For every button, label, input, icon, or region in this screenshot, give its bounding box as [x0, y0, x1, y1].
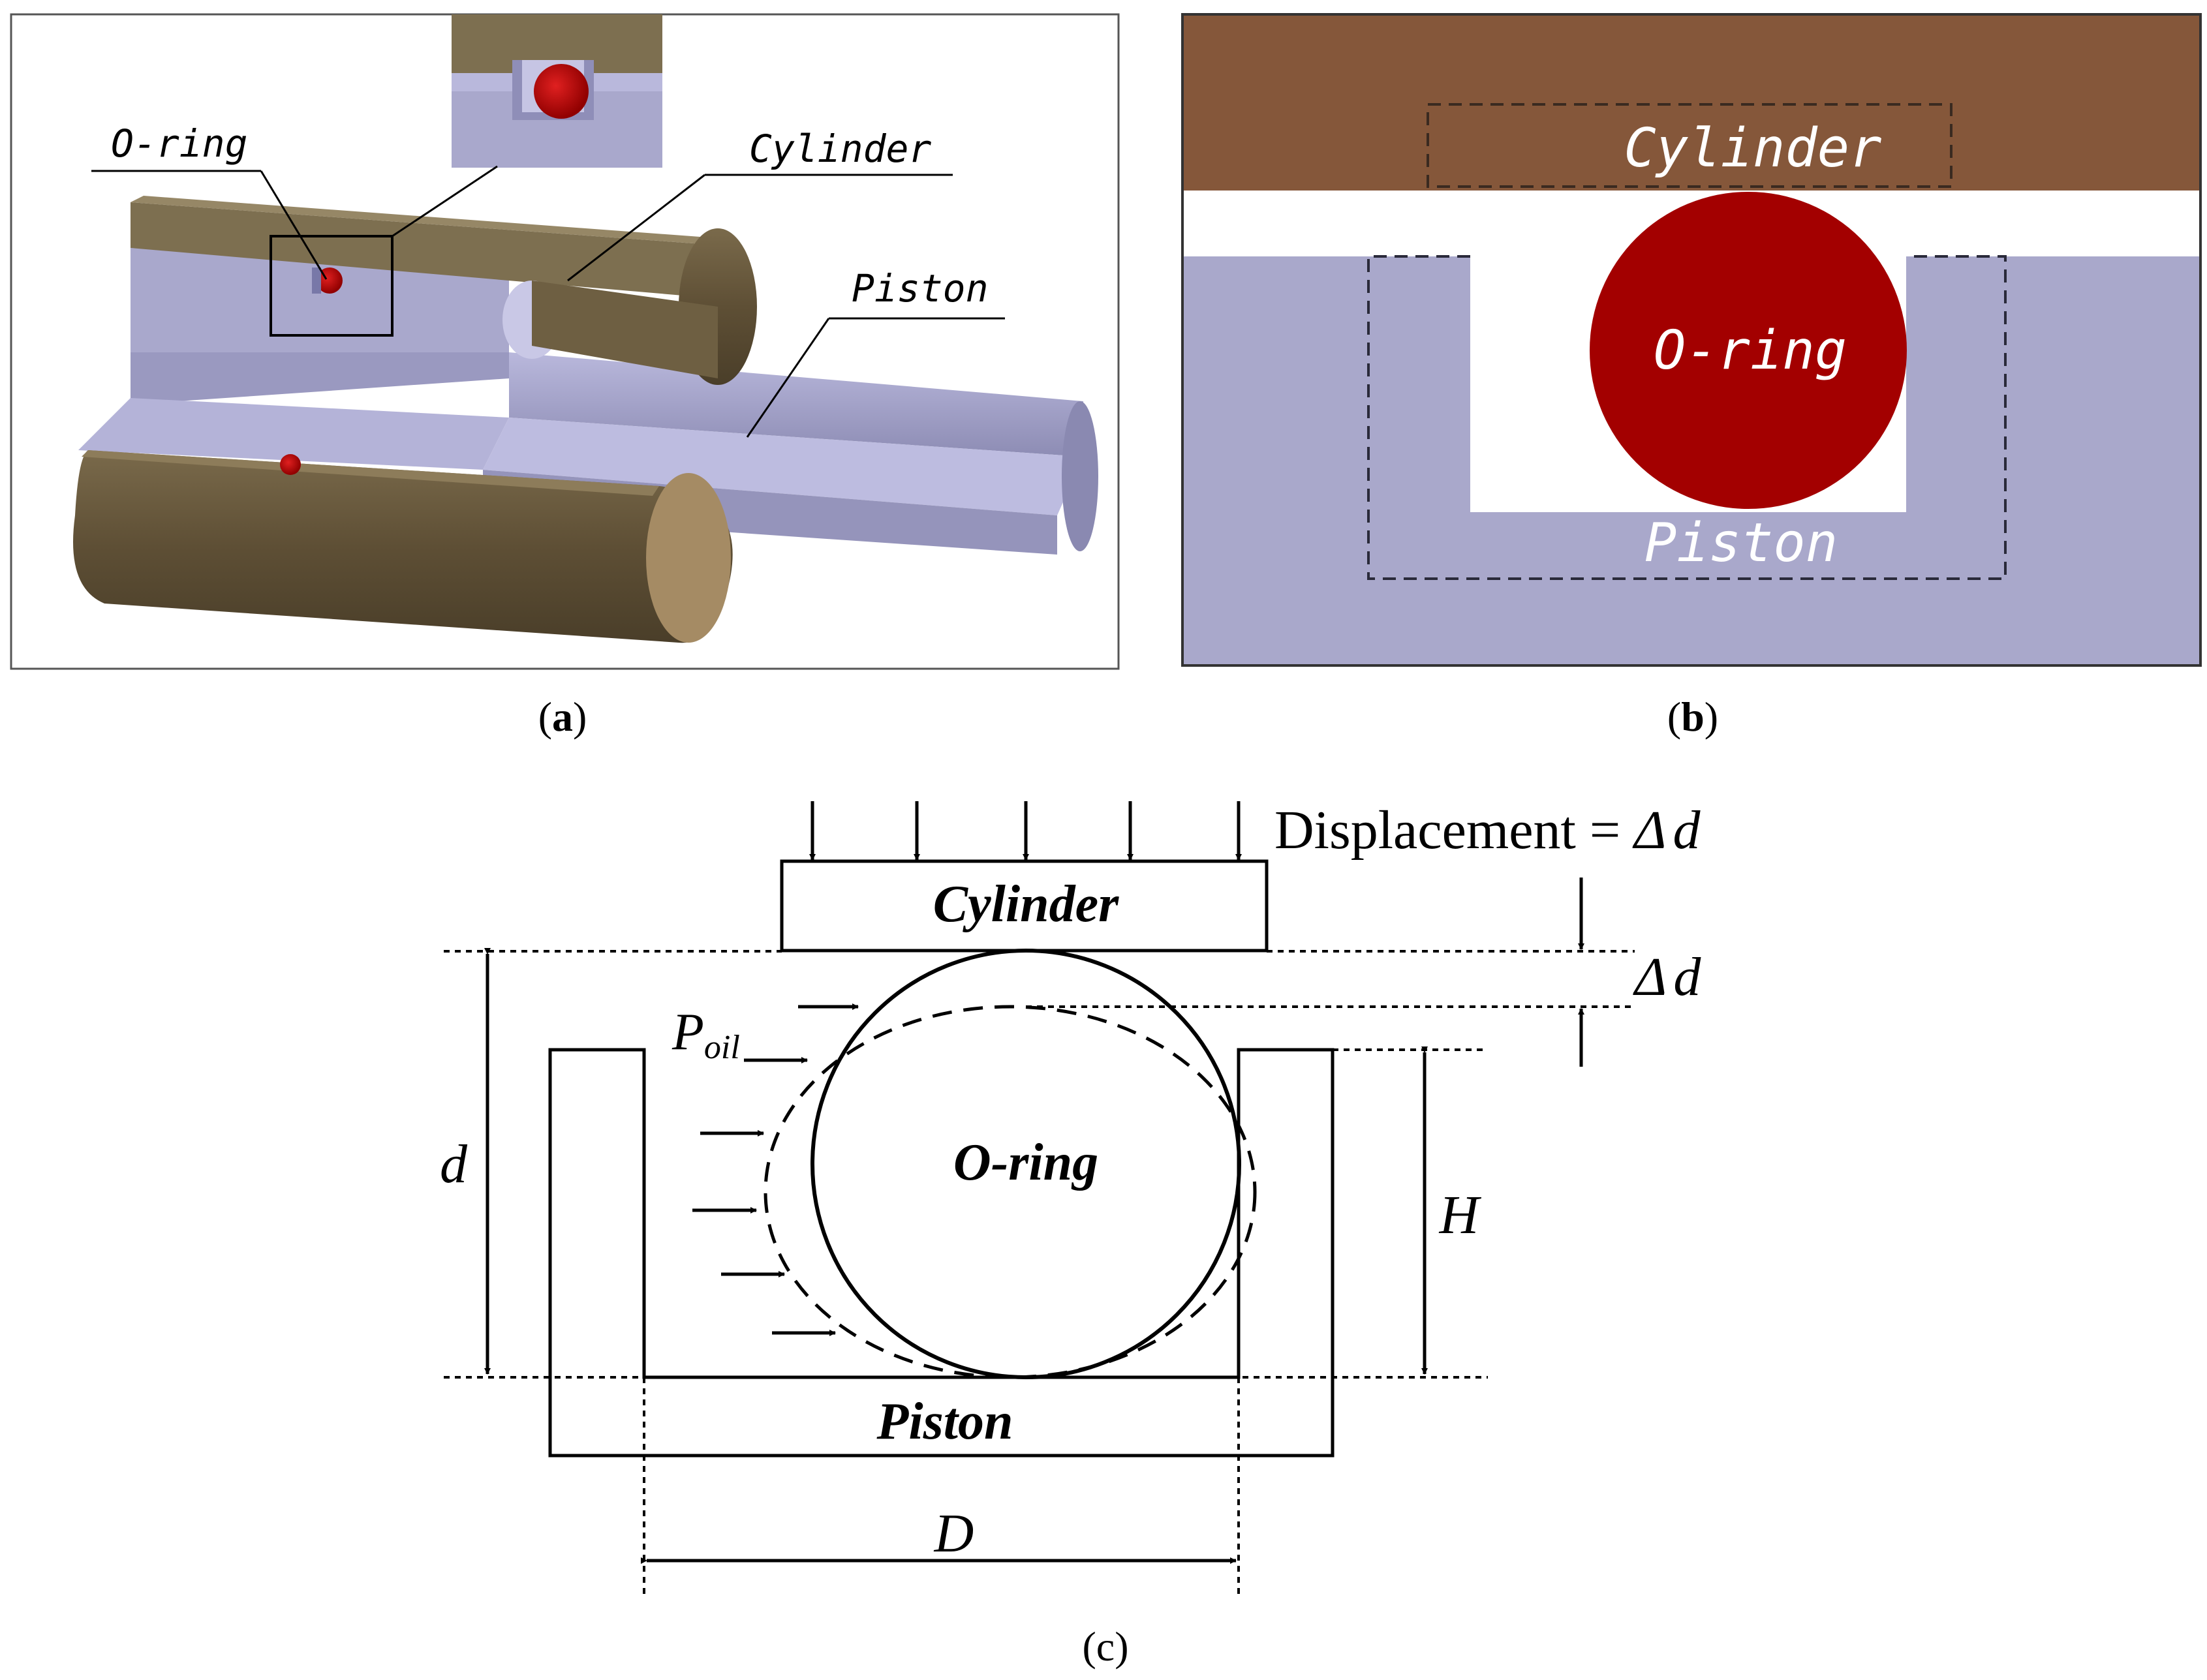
cylinder-region-dashed [1427, 103, 1952, 188]
dim-D-label: D [934, 1503, 974, 1564]
piston-rod-end [1062, 401, 1098, 551]
label-cylinder-c: Cylinder [933, 876, 1119, 933]
leader-inset [392, 165, 498, 237]
label-oring-a: O-ring [111, 121, 248, 166]
detail-box [270, 235, 394, 337]
leader-oring [260, 170, 328, 280]
piston-body-lower [78, 398, 509, 470]
inset-zoom [452, 14, 662, 168]
piston-rod-side [483, 418, 1083, 515]
poil-label: Poil [671, 1003, 740, 1066]
dim-H-label: H [1439, 1185, 1482, 1245]
cylinder-upper-bar [131, 202, 711, 297]
piston-block-b [1182, 256, 2200, 665]
label-oring-c: O-ring [953, 1134, 1098, 1191]
panel-b: Cylinder O-ring Piston [1181, 13, 2202, 667]
leader-piston [746, 318, 830, 438]
oring-deformed [764, 1005, 1257, 1379]
label-piston-c: Piston [876, 1393, 1013, 1450]
reference-lines [444, 950, 1635, 1595]
groove-upper [312, 267, 321, 294]
cylinder-lower-top [82, 450, 659, 496]
caption-c: (c) [1082, 1623, 1128, 1670]
cylinder-upper-shell [532, 281, 718, 378]
cylinder-lower-tube [73, 450, 733, 643]
caption-a: (a) [538, 694, 587, 740]
panel-a: O-ring Cylinder Piston [10, 13, 1120, 670]
label-piston-b: Piston [1644, 512, 1838, 574]
cylinder-upper-bar-top [131, 196, 718, 245]
oil-pressure-arrows [692, 1003, 859, 1336]
piston-body-face [131, 352, 509, 405]
label-cylinder-a: Cylinder [749, 127, 931, 171]
cylinder-lower-opening [646, 473, 731, 643]
piston-region-dashed [1367, 255, 2007, 580]
leader-cylinder [567, 174, 705, 282]
oring-b [1590, 192, 1907, 509]
label-piston-a: Piston [852, 266, 989, 311]
caption-b: (b) [1667, 694, 1718, 740]
cylinder-block-b [1182, 14, 2200, 191]
dim-d-label: d [440, 1134, 468, 1195]
label-cylinder-b: Cylinder [1624, 117, 1882, 179]
panel-c [444, 801, 1635, 1595]
label-oring-b: O-ring [1654, 320, 1847, 382]
piston-body-upper [131, 248, 509, 352]
load-arrows [809, 801, 1242, 861]
oring-lower-3d [280, 454, 301, 475]
piston-rod-top [509, 352, 1083, 457]
panel-b-frame [1181, 13, 2202, 667]
